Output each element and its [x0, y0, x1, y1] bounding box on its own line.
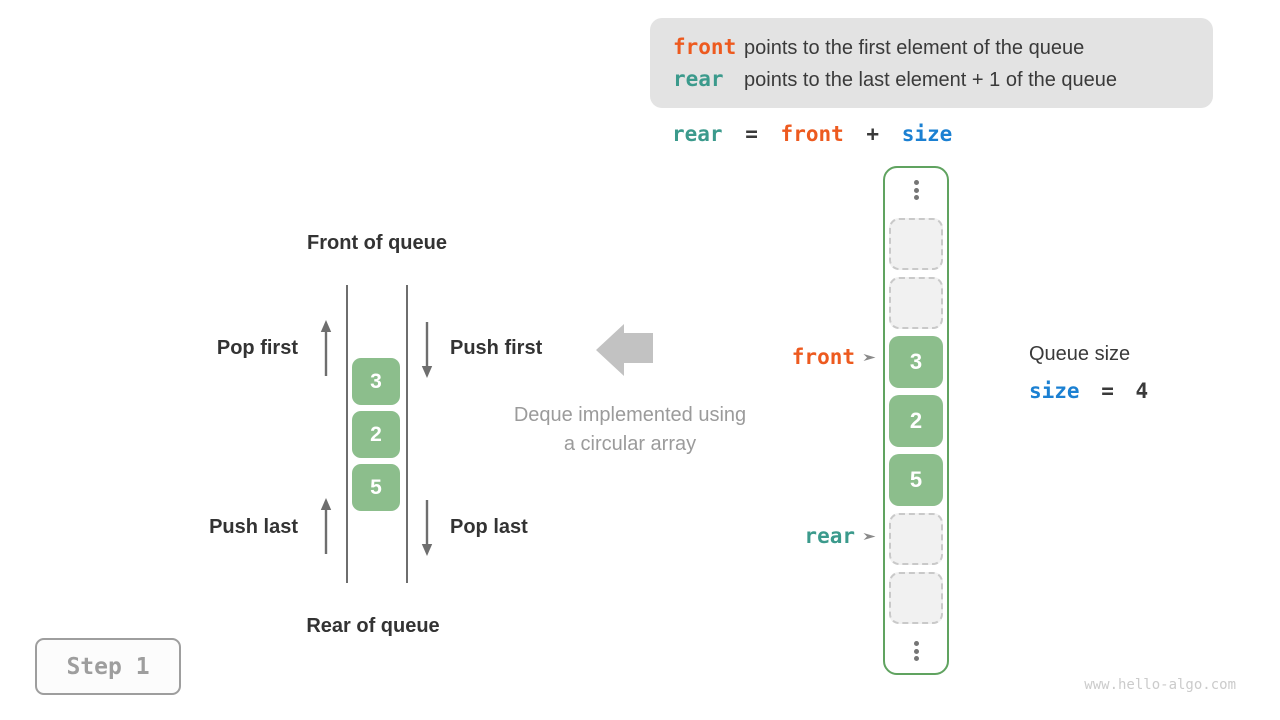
formula-equals: = [745, 122, 758, 146]
step-badge: Step 1 [35, 638, 181, 695]
front-pointer-label: front [791, 345, 855, 369]
formula-rear: rear [672, 122, 723, 146]
watermark: www.hello-algo.com [1084, 677, 1236, 693]
front-keyword: front [673, 34, 737, 59]
size-equals: = [1101, 379, 1114, 403]
push-first-down-arrow-icon [421, 322, 433, 378]
implementation-caption: Deque implemented using a circular array [514, 401, 746, 459]
array-cell-empty [889, 571, 943, 624]
array-cell-empty [889, 217, 943, 270]
formula-size: size [901, 122, 953, 146]
array-cell-filled: 5 [889, 453, 943, 506]
size-variable: size [1029, 379, 1080, 403]
push-last-label: Push last [209, 516, 298, 538]
deque-value-stack: 3 2 5 [352, 358, 400, 511]
legend-line-front: front points to the first element of the… [673, 35, 1213, 60]
legend-front-text: points to the first element of the queue [744, 36, 1085, 59]
pop-last-down-arrow-icon [421, 500, 433, 556]
queue-size-block: Queue size size = 4 [1029, 343, 1148, 403]
formula-plus: + [866, 122, 880, 146]
queue-size-label: Queue size [1029, 343, 1131, 365]
rear-pointer-label: rear [804, 524, 855, 548]
legend-box: front points to the first element of the… [650, 18, 1213, 108]
queue-size-formula: size = 4 [1029, 379, 1148, 403]
legend-line-rear: rear points to the last element + 1 of t… [673, 67, 1213, 92]
pop-first-up-arrow-icon [320, 320, 332, 376]
array-cell-empty [889, 276, 943, 329]
formula: rear = front + size [672, 122, 952, 146]
channel-left-line [346, 285, 348, 583]
array-cell-empty [889, 512, 943, 565]
circular-array-container: 3 2 5 [883, 166, 949, 675]
rear-of-queue-label: Rear of queue [306, 615, 440, 637]
push-last-up-arrow-icon [320, 498, 332, 554]
caption-line-2: a circular array [563, 433, 697, 455]
deque-value-cell: 5 [352, 464, 400, 511]
left-block-arrow-icon [596, 324, 653, 376]
ellipsis-bottom-icon [913, 641, 919, 661]
formula-front: front [780, 122, 844, 146]
array-cell-filled: 2 [889, 394, 943, 447]
ellipsis-top-icon [913, 180, 919, 200]
front-of-queue-label: Front of queue [307, 232, 447, 254]
rear-keyword: rear [673, 66, 724, 91]
rear-pointer-arrow-icon [862, 529, 877, 544]
rear-pointer: rear [804, 524, 877, 548]
size-value: 4 [1135, 379, 1149, 403]
pop-first-label: Pop first [216, 337, 298, 359]
pop-last-label: Pop last [450, 516, 528, 538]
array-cell-filled: 3 [889, 335, 943, 388]
deque-value-cell: 2 [352, 411, 400, 458]
front-pointer-arrow-icon [862, 350, 877, 365]
legend-rear-text: points to the last element + 1 of the qu… [744, 68, 1118, 91]
front-pointer: front [792, 345, 877, 369]
deque-value-cell: 3 [352, 358, 400, 405]
caption-line-1: Deque implemented using [513, 404, 747, 426]
channel-right-line [406, 285, 408, 583]
push-first-label: Push first [450, 337, 543, 359]
array-cells: 3 2 5 [889, 217, 943, 624]
